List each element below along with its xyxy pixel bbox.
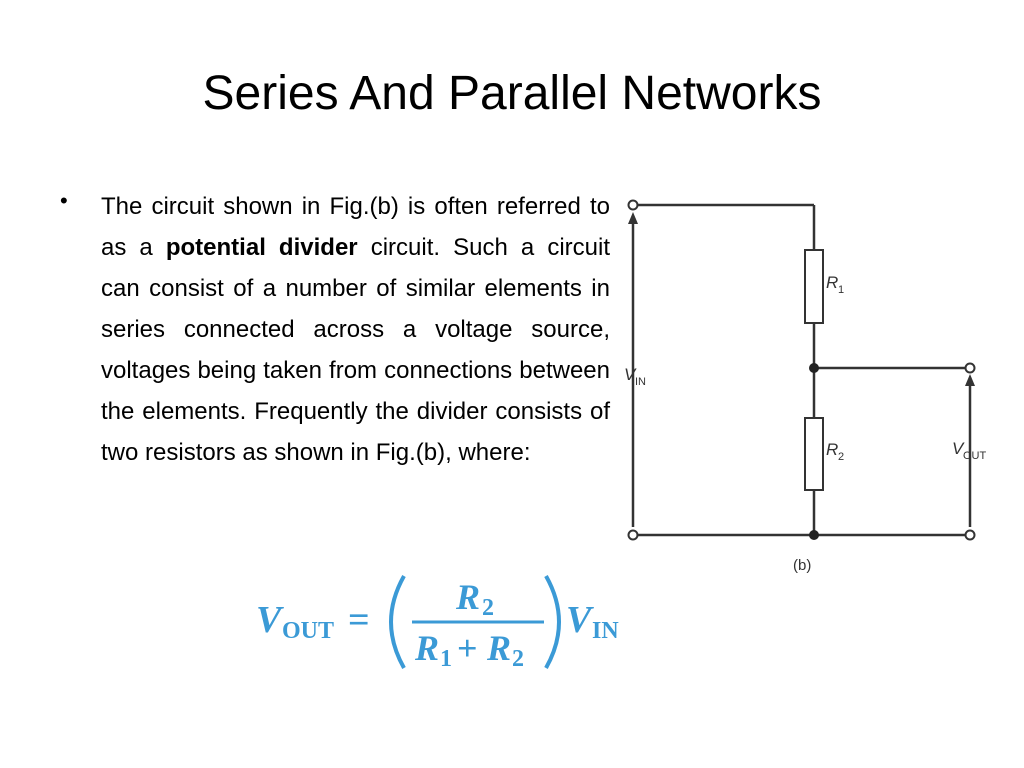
formula-right-paren bbox=[544, 575, 561, 669]
top-left-terminal bbox=[627, 199, 639, 211]
formula-denominator-r1-subscript: 1 bbox=[440, 646, 452, 672]
vout-arrow-head bbox=[965, 374, 975, 386]
bottom-junction-dot bbox=[809, 530, 819, 540]
formula-denominator-r1: R bbox=[414, 628, 439, 668]
r2-subscript: 2 bbox=[838, 451, 844, 463]
formula-vout-symbol: V bbox=[256, 599, 284, 641]
formula-left-paren bbox=[389, 575, 406, 669]
resistor-r2 bbox=[804, 417, 824, 491]
vin-arrow-head bbox=[628, 212, 638, 224]
vin-subscript: IN bbox=[635, 376, 646, 388]
paragraph-text-after: circuit. Such a circuit can consist of a… bbox=[101, 234, 611, 466]
formula-plus: + bbox=[457, 628, 478, 668]
resistor-r1 bbox=[804, 249, 824, 324]
formula-vout-subscript: OUT bbox=[282, 618, 334, 644]
bullet-paragraph: The circuit shown in Fig.(b) is often re… bbox=[101, 186, 610, 473]
bullet-marker: • bbox=[60, 188, 68, 213]
output-bottom-terminal bbox=[964, 529, 976, 541]
formula-numerator-subscript: 2 bbox=[482, 595, 494, 621]
voltage-divider-formula: V OUT = R 2 R 1 + R 2 V IN bbox=[256, 575, 619, 672]
paragraph-bold-term: potential divider bbox=[165, 234, 358, 261]
bottom-left-terminal bbox=[627, 529, 639, 541]
paragraph-text-before: The circuit shown in Fig.(b) is often re… bbox=[101, 193, 610, 261]
slide-title: Series And Parallel Networks bbox=[202, 67, 822, 120]
formula-vin-subscript: IN bbox=[592, 618, 619, 644]
figure-caption: (b) bbox=[793, 557, 811, 574]
formula-numerator-r: R bbox=[455, 577, 480, 617]
output-top-terminal bbox=[964, 362, 976, 374]
middle-junction-dot bbox=[809, 363, 819, 373]
r2-label: R bbox=[826, 440, 838, 459]
vout-subscript: OUT bbox=[963, 450, 987, 462]
r1-label: R bbox=[826, 273, 838, 292]
formula-equals: = bbox=[348, 599, 370, 641]
formula-denominator-r2: R bbox=[486, 628, 511, 668]
formula-denominator-r2-subscript: 2 bbox=[512, 646, 524, 672]
vin-label: V bbox=[624, 365, 637, 384]
r1-subscript: 1 bbox=[838, 284, 844, 296]
formula-vin-symbol: V bbox=[566, 599, 594, 641]
vout-label: V bbox=[952, 439, 965, 458]
potential-divider-circuit: R 1 R 2 V IN V OUT (b) bbox=[624, 199, 987, 574]
